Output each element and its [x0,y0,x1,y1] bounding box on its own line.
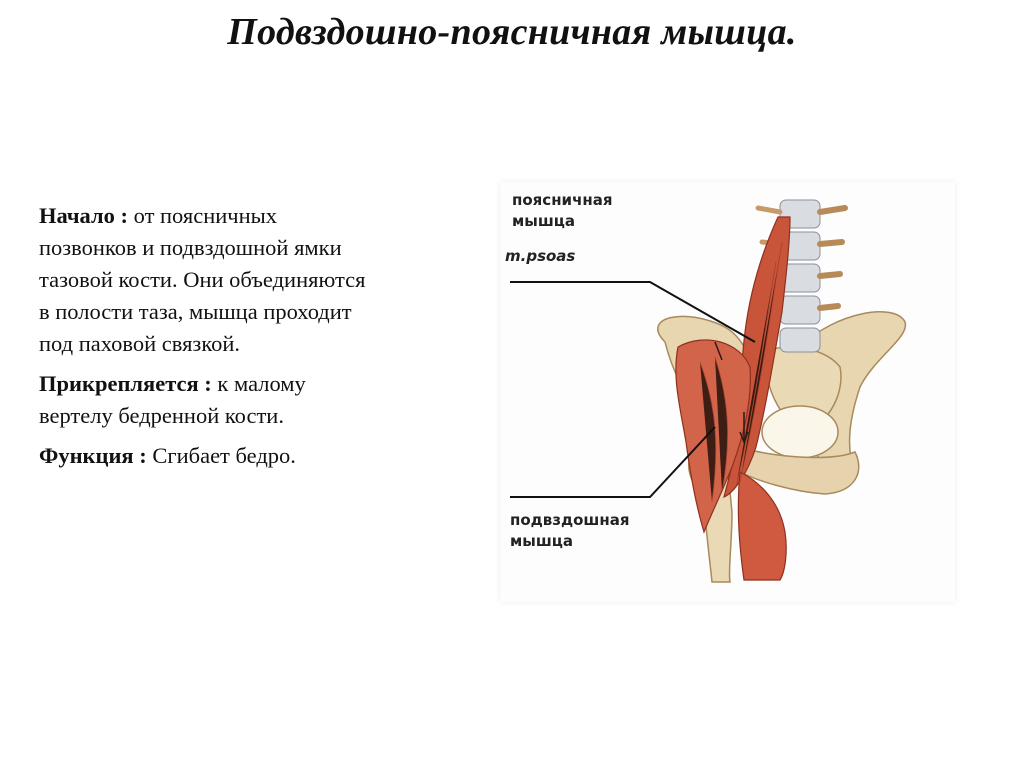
leader-line-psoas [510,281,756,343]
function-paragraph: Функция : Сгибает бедро. [39,440,479,472]
slide-title: Подвздошно-поясничная мышца. [227,11,797,53]
function-text: Сгибает бедро. [146,443,296,468]
origin-text-line-5: под паховой связкой. [39,331,241,356]
anatomy-illustration [510,199,907,583]
insertion-text-line-1: к малому [211,371,306,396]
label-iliac: подвздошная мышца [510,510,629,552]
label-psoas: поясничная мышца [512,190,612,232]
pelvic-inlet [761,405,839,459]
insertion-label: Прикрепляется : [39,371,212,396]
origin-text-line-3: тазовой кости. Они объединяются [39,267,366,292]
function-label: Функция : [39,443,147,468]
label-iliac-line-1: подвздошная [510,511,630,529]
adductor-muscles [737,471,787,581]
label-psoas-line-1: поясничная [512,191,613,209]
origin-paragraph: Начало : от поясничных позвонков и подвз… [39,200,479,360]
leader-line-iliac [510,426,716,498]
origin-text-line-2: позвонков и подвздошной ямки [39,235,342,260]
label-psoas-line-2: мышца [512,212,575,230]
insertion-text-line-2: вертелу бедренной кости. [39,403,284,428]
origin-text-line-4: в полости таза, мышца проходит [39,299,352,324]
origin-text-line-1: от поясничных [127,203,278,228]
pubic-bone [739,445,860,495]
origin-label: Начало : [39,203,128,228]
label-latin: m.psoas [505,247,576,265]
anatomy-figure: поясничная мышца m.psoas подвздошная мыш… [500,182,955,602]
label-iliac-line-2: мышца [510,532,573,550]
insertion-paragraph: Прикрепляется : к малому вертелу бедренн… [39,368,479,432]
description-text: Начало : от поясничных позвонков и подвз… [39,200,479,480]
